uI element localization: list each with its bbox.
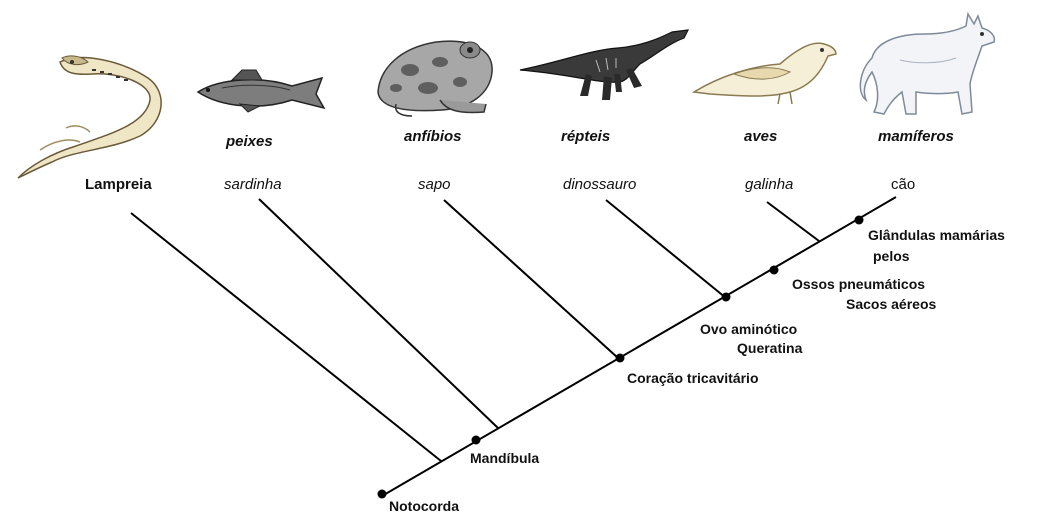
branch-dinosaur <box>606 200 726 298</box>
trait-label-air-sacs: Sacos aéreos <box>846 296 936 312</box>
group-label-mammals: mamíferos <box>878 128 954 145</box>
trait-label-mammary-glands: Glândulas mamárias <box>868 227 1005 243</box>
node-mammary-glands <box>855 216 864 225</box>
trait-label-amniotic-egg: Ovo aminótico <box>700 321 797 337</box>
trait-label-hair: pelos <box>873 248 910 264</box>
node-amniotic-egg <box>722 293 731 302</box>
trait-label-keratin: Queratina <box>737 340 803 356</box>
group-label-birds: aves <box>744 128 777 145</box>
branch-chicken <box>767 202 819 241</box>
fish-icon <box>198 70 324 112</box>
trait-label-pneumatic-bones: Ossos pneumáticos <box>792 276 925 292</box>
bird-icon <box>694 43 836 104</box>
taxon-label-dog: cão <box>891 176 915 193</box>
trait-label-three-chambered-heart: Coração tricavitário <box>627 370 759 386</box>
node-notochord <box>378 490 387 499</box>
wolf-icon <box>860 14 994 114</box>
taxon-label-sardine: sardinha <box>224 176 282 193</box>
lamprey-icon <box>18 56 161 178</box>
taxon-label-lamprey: Lampreia <box>85 176 152 193</box>
node-jaw <box>472 436 481 445</box>
group-label-reptiles: répteis <box>561 128 610 145</box>
taxon-label-chicken: galinha <box>745 176 793 193</box>
taxon-label-toad: sapo <box>418 176 451 193</box>
taxon-label-dinosaur: dinossauro <box>563 176 636 193</box>
trait-label-jaw: Mandíbula <box>470 450 539 466</box>
node-pneumatic-bones <box>770 266 779 275</box>
group-label-amphibians: anfíbios <box>404 128 462 145</box>
node-three-chambered-heart <box>616 354 625 363</box>
branch-lamprey <box>131 213 441 461</box>
branch-sardine <box>259 199 498 428</box>
dinosaur-icon <box>520 30 688 100</box>
group-label-fish: peixes <box>225 133 273 150</box>
frog-icon <box>378 41 492 116</box>
trait-label-notochord: Notocorda <box>389 498 459 514</box>
branch-toad <box>444 200 618 358</box>
main-axis <box>382 197 896 496</box>
